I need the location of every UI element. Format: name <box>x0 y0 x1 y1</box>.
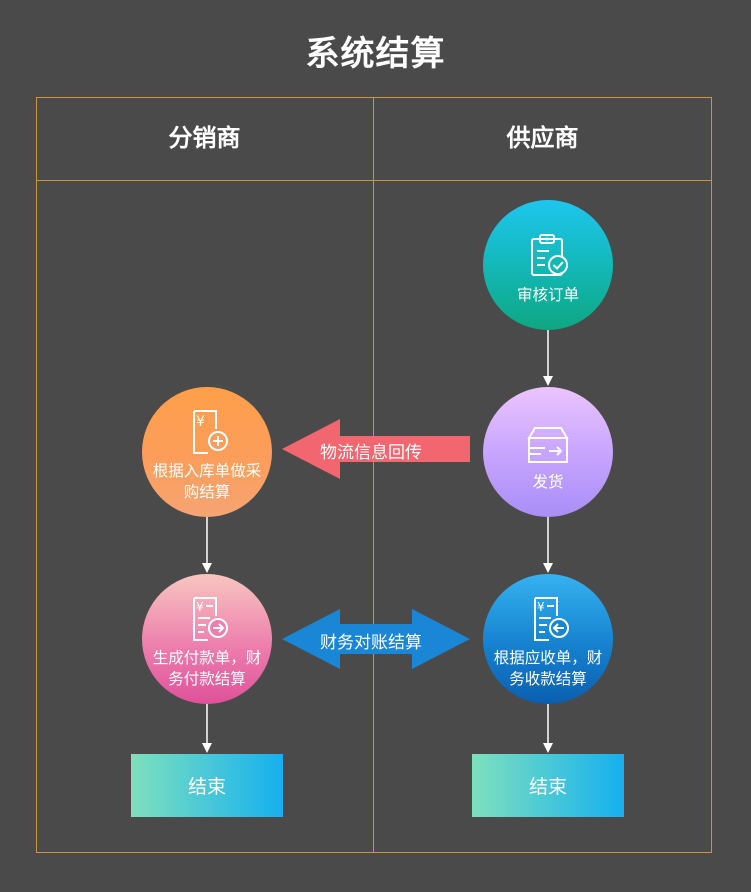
lane-title-supplier: 供应商 <box>506 124 579 152</box>
clipboard-check-icon <box>531 233 568 276</box>
invoice-forward-arrow-icon: ¥ <box>193 597 228 641</box>
box-arrow-icon <box>527 426 569 463</box>
end-distributor: 结束 <box>131 754 283 817</box>
svg-text:¥: ¥ <box>537 600 545 614</box>
end-supplier: 结束 <box>472 754 624 817</box>
node-ship: 发货 <box>483 387 613 517</box>
page-title: 系统结算 <box>305 34 446 74</box>
node-review-order-label: 审核订单 <box>516 285 579 304</box>
node-receivable-settlement: ¥ 根据应收单，财务收款结算 <box>483 574 613 704</box>
lane-divider <box>373 97 374 853</box>
invoice-back-arrow-icon: ¥ <box>534 597 569 641</box>
node-payment-settlement-label: 生成付款单，财务付款结算 <box>152 649 262 688</box>
svg-text:¥: ¥ <box>196 414 205 430</box>
node-purchase-settlement: ¥ 根据入库单做采购结算 <box>142 387 272 517</box>
header-divider <box>36 180 712 181</box>
reconciliation-label: 财务对账结算 <box>320 633 422 653</box>
invoice-plus-icon: ¥ <box>193 410 228 454</box>
node-payment-settlement: ¥ 生成付款单，财务付款结算 <box>142 574 272 704</box>
node-receivable-settlement-label: 根据应收单，财务收款结算 <box>493 649 603 688</box>
logistics-return-label: 物流信息回传 <box>320 443 422 463</box>
swimlane-frame <box>36 97 712 853</box>
svg-text:¥: ¥ <box>196 600 204 614</box>
logistics-return-arrow <box>282 419 470 479</box>
lane-title-distributor: 分销商 <box>168 124 241 152</box>
node-purchase-settlement-label: 根据入库单做采购结算 <box>152 462 262 501</box>
reconciliation-arrow <box>282 609 470 669</box>
node-ship-label: 发货 <box>532 472 564 491</box>
node-review-order: 审核订单 <box>483 200 613 330</box>
